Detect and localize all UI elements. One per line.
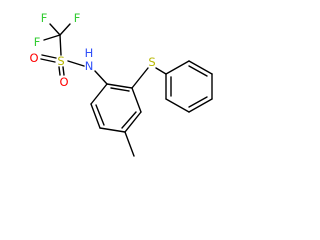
bond-s-o-bottom-b: [62, 66, 65, 76]
bond-methyl: [124, 131, 135, 157]
atom-s-sulfonyl: S: [57, 54, 64, 68]
ring-a-bond-2: [131, 87, 142, 113]
atom-o-bottom: O: [59, 75, 68, 89]
ring-b-bond-4: [188, 98, 213, 113]
bond-s-o-left-a: [41, 54, 57, 59]
bond-c-f-top-left: [49, 23, 61, 36]
ring-a-bond-5: [90, 103, 101, 129]
bond-c-s-sulfonyl: [59, 34, 62, 56]
bond-n-ring: [94, 70, 108, 85]
atom-f-left: F: [34, 35, 41, 49]
atom-h-amine: H: [85, 46, 94, 60]
ring-a-bond-3-inner: [121, 111, 137, 129]
bond-ring-s-thioether: [131, 67, 149, 89]
molecule-drawing: F F F S O O N H S: [29, 11, 213, 157]
bond-s-thioether-phenyl: [155, 67, 167, 75]
ring-b-bond-2-inner: [188, 65, 208, 77]
bond-c-f-left: [43, 34, 61, 41]
bond-s-n: [67, 60, 85, 67]
ring-a-bond-4: [99, 127, 126, 133]
structure-diagram: F F F S O O N H S: [29, 11, 213, 157]
ring-a-bond-5-inner: [95, 104, 105, 126]
atom-n-amine: N: [85, 59, 94, 73]
bond-s-o-left-b: [40, 58, 56, 63]
ring-a-bond-6: [90, 83, 108, 105]
ring-b-bond-4-inner: [188, 96, 208, 108]
ring-a-bond-3: [124, 111, 142, 133]
ring-b-bond-1: [165, 60, 190, 75]
ring-b-bond-2: [188, 60, 213, 75]
atom-f-top-left: F: [41, 11, 48, 25]
atom-s-thioether: S: [148, 55, 155, 69]
atom-f-top-right: F: [74, 11, 81, 25]
bond-c-f-top-right: [59, 23, 71, 36]
ring-a-bond-1-inner: [110, 87, 130, 92]
ring-b-bond-5: [165, 98, 190, 113]
bond-s-o-bottom-a: [58, 66, 61, 76]
ring-a-bond-1: [106, 83, 133, 89]
atom-o-left: O: [29, 51, 38, 65]
